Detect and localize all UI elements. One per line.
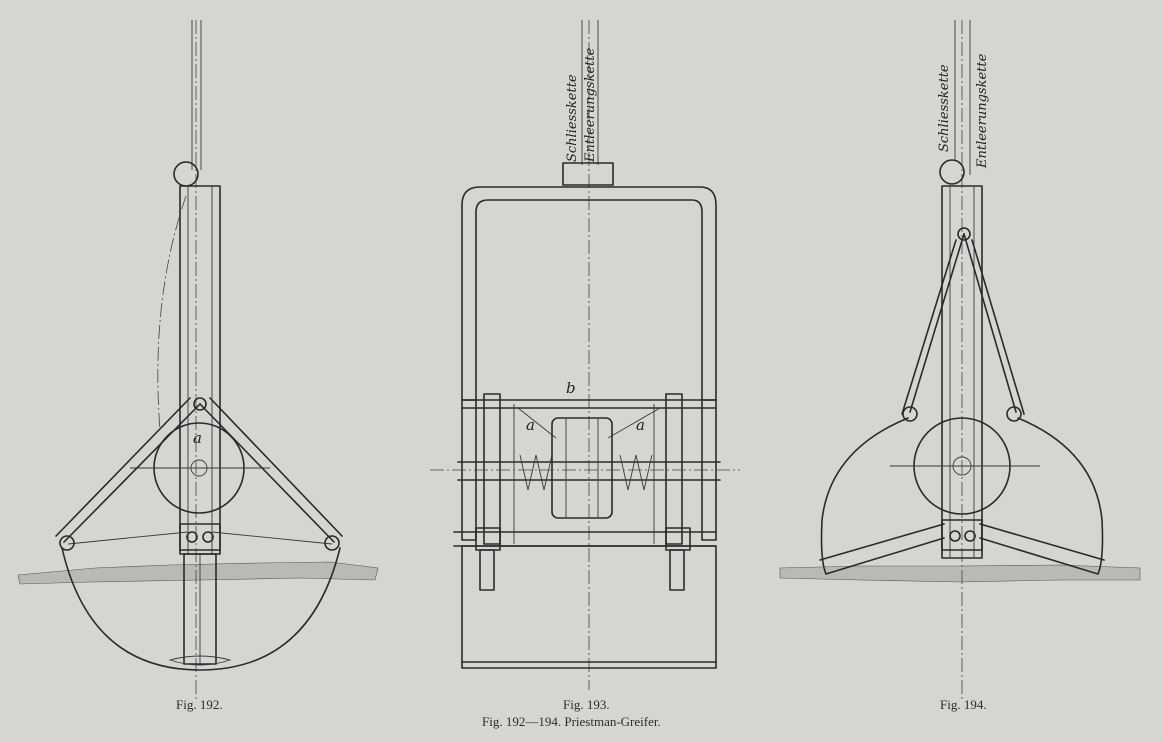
fig194-jaw-right [979, 417, 1104, 575]
fig192-label-a: a [193, 429, 202, 447]
fig192-left-arm [63, 403, 201, 543]
fig194-ground [779, 564, 1141, 583]
plate-caption: Fig. 192—194. Priestman-Greifer. [482, 714, 661, 729]
fig192-upper-pin [193, 397, 207, 411]
fig194-top-pin [957, 227, 971, 241]
fig192-left-arm-2 [55, 397, 191, 537]
fig193-drum [551, 417, 613, 519]
fig193-bucket [461, 545, 717, 669]
fig194-label-entleerungskette: Entleerungskette [975, 53, 990, 169]
fig192-column [179, 185, 221, 555]
fig193-drawing: Schliesskette Entleerungskette b a a [430, 20, 740, 690]
fig194-link-left [909, 233, 965, 413]
fig193-frame-outer [461, 186, 717, 401]
fig194-link-right [963, 233, 1017, 413]
fig192-pin-block [179, 523, 221, 551]
fig194-jaw-right-bottom [979, 523, 1105, 561]
fig194-pin-right [964, 530, 976, 542]
fig192-drawing: a [17, 20, 379, 700]
fig194-jaw-left-bottom [819, 523, 945, 561]
fig193-bucket-lug-left [479, 549, 495, 591]
fig192-right-arm-2 [209, 397, 343, 537]
fig193-label-a-left: a [526, 416, 535, 434]
fig194-hinge-left [902, 406, 918, 422]
fig192-shackle [173, 161, 199, 187]
fig192-tie-right [211, 531, 333, 545]
fig192-pin-left [186, 531, 198, 543]
fig194-caption: Fig. 194. [940, 697, 987, 712]
fig193-hanger-right [665, 393, 683, 545]
fig194-pin-block [941, 519, 983, 551]
fig194-label-schliesskette: Schliesskette [937, 64, 952, 152]
fig194-shackle [939, 159, 965, 185]
fig194-link-left-2 [901, 239, 957, 415]
fig192-hinge-left [59, 535, 75, 551]
fig192-open-path [157, 195, 187, 431]
fig192-tie-left [67, 531, 189, 545]
fig193-a-line-left [517, 407, 557, 439]
fig194-pin-left [949, 530, 961, 542]
fig193-hanger-left [483, 393, 501, 545]
fig193-caption: Fig. 193. [563, 697, 610, 712]
fig192-pin-right [202, 531, 214, 543]
fig194-column [941, 185, 983, 559]
fig192-ground [17, 561, 379, 585]
fig192-right-arm [199, 403, 335, 543]
fig192-bucket-lip [168, 655, 232, 666]
fig192-hinge-right [324, 535, 340, 551]
fig192-caption: Fig. 192. [176, 697, 223, 712]
fig194-link-right-2 [971, 239, 1025, 415]
fig192-bucket [61, 547, 341, 671]
fig193-label-schliesskette: Schliesskette [565, 74, 580, 162]
fig193-a-line-right [607, 407, 661, 439]
fig194-drawing: Schliesskette Entleerungskette [779, 20, 1141, 700]
fig194-hinge-right [1006, 406, 1022, 422]
fig194-jaw-left [820, 417, 945, 575]
fig193-label-a-right: a [636, 416, 645, 434]
fig193-bucket-lug-right [669, 549, 685, 591]
fig193-frame-inner [475, 199, 703, 401]
fig193-spring-left [519, 454, 553, 491]
fig193-label-b: b [566, 379, 576, 397]
fig193-head-block [562, 162, 614, 186]
fig193-label-entleerungskette: Entleerungskette [583, 47, 598, 163]
fig193-spring-right [619, 454, 653, 491]
